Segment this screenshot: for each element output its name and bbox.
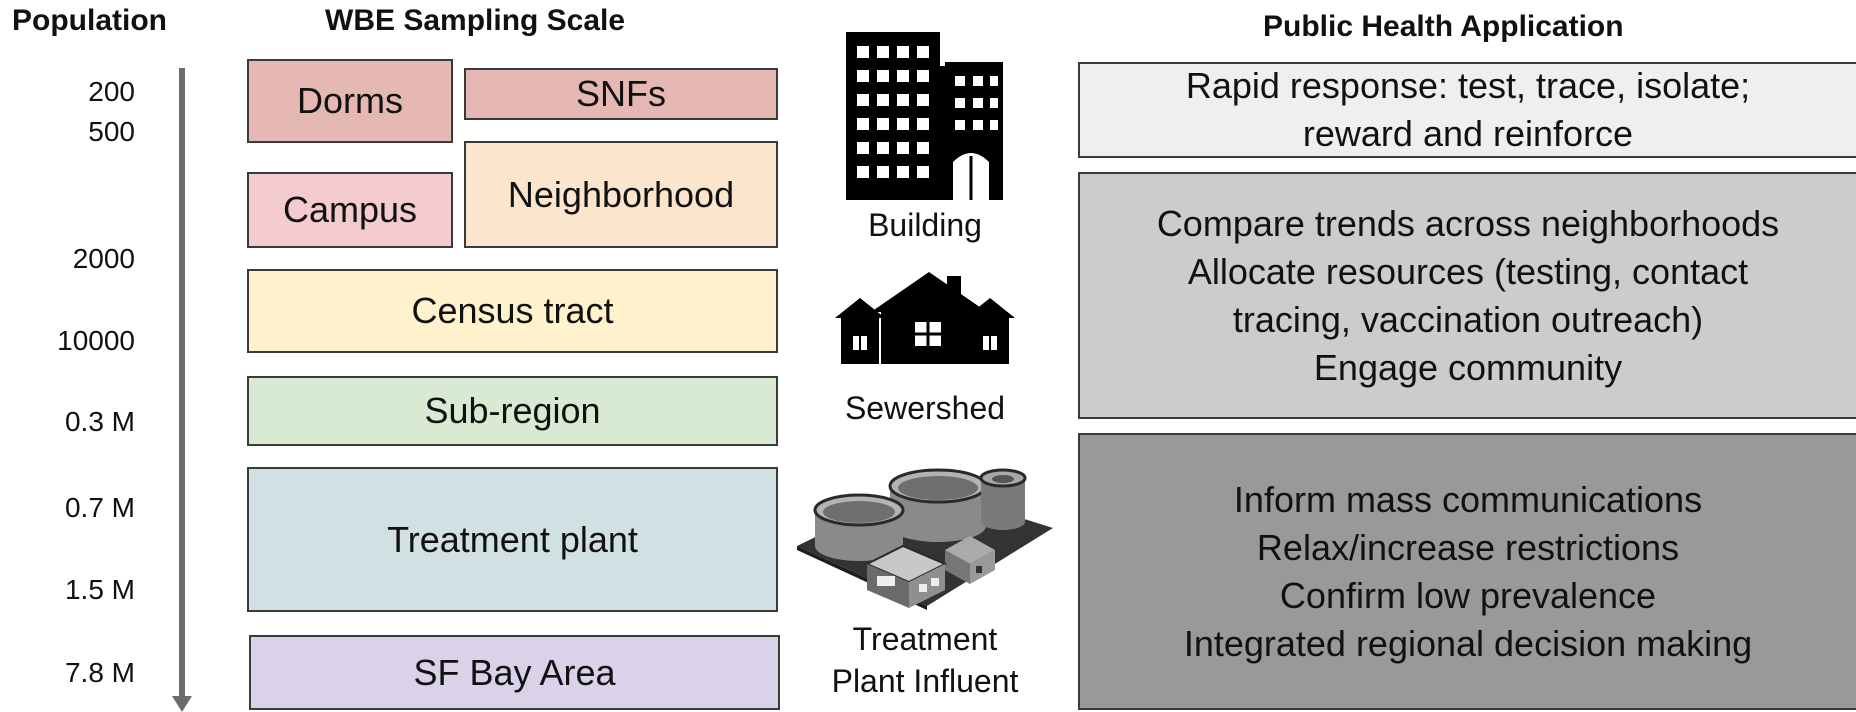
application-line: Confirm low prevalence — [1279, 574, 1657, 616]
treatment-plant-icon — [797, 468, 1053, 610]
scale-box-dorms: Dorms — [247, 59, 453, 143]
population-axis — [179, 68, 185, 698]
influent-label-line2: Plant Influent — [831, 663, 1019, 699]
pop-tick: 0.7 M — [64, 492, 135, 523]
pop-tick: 2000 — [72, 243, 135, 274]
application-box-influent: Inform mass communications Relax/increas… — [1078, 433, 1856, 710]
influent-label-line1: Treatment — [852, 621, 998, 657]
sewershed-label: Sewershed — [844, 390, 1006, 426]
application-line: tracing, vaccination outreach) — [1232, 298, 1704, 340]
application-line: Compare trends across neighborhoods — [1156, 202, 1780, 244]
building-icon — [846, 32, 1003, 200]
pop-tick: 7.8 M — [64, 657, 135, 688]
pop-tick: 200 — [88, 76, 135, 107]
application-header: Public Health Application — [1263, 10, 1624, 43]
application-line: Integrated regional decision making — [1183, 622, 1753, 664]
houses-icon — [835, 272, 1015, 364]
application-line: Allocate resources (testing, contact — [1187, 250, 1749, 292]
scale-box-snfs: SNFs — [464, 68, 778, 120]
pop-tick: 1.5 M — [64, 574, 135, 605]
application-line: Rapid response: test, trace, isolate; — [1185, 65, 1751, 106]
application-line: Relax/increase restrictions — [1256, 526, 1680, 568]
application-box-building: Rapid response: test, trace, isolate; re… — [1078, 62, 1856, 158]
building-label: Building — [868, 207, 982, 243]
sampling-scale-header: WBE Sampling Scale — [325, 4, 626, 37]
pop-tick: 0.3 M — [64, 406, 135, 437]
scale-box-sub-region: Sub-region — [247, 376, 778, 446]
scale-box-treatment-plant: Treatment plant — [247, 467, 778, 612]
population-header: Population — [12, 4, 167, 37]
scale-box-census-tract: Census tract — [247, 269, 778, 353]
pop-tick: 500 — [88, 116, 135, 147]
population-axis-arrow — [172, 696, 192, 712]
application-line: reward and reinforce — [1302, 113, 1634, 154]
scale-box-sf-bay-area: SF Bay Area — [249, 635, 780, 710]
application-line: Engage community — [1313, 346, 1623, 388]
application-box-sewershed: Compare trends across neighborhoods Allo… — [1078, 172, 1856, 419]
pop-tick: 10000 — [57, 325, 135, 356]
application-line: Inform mass communications — [1233, 478, 1703, 520]
scale-box-neighborhood: Neighborhood — [464, 141, 778, 248]
scale-box-campus: Campus — [247, 172, 453, 248]
